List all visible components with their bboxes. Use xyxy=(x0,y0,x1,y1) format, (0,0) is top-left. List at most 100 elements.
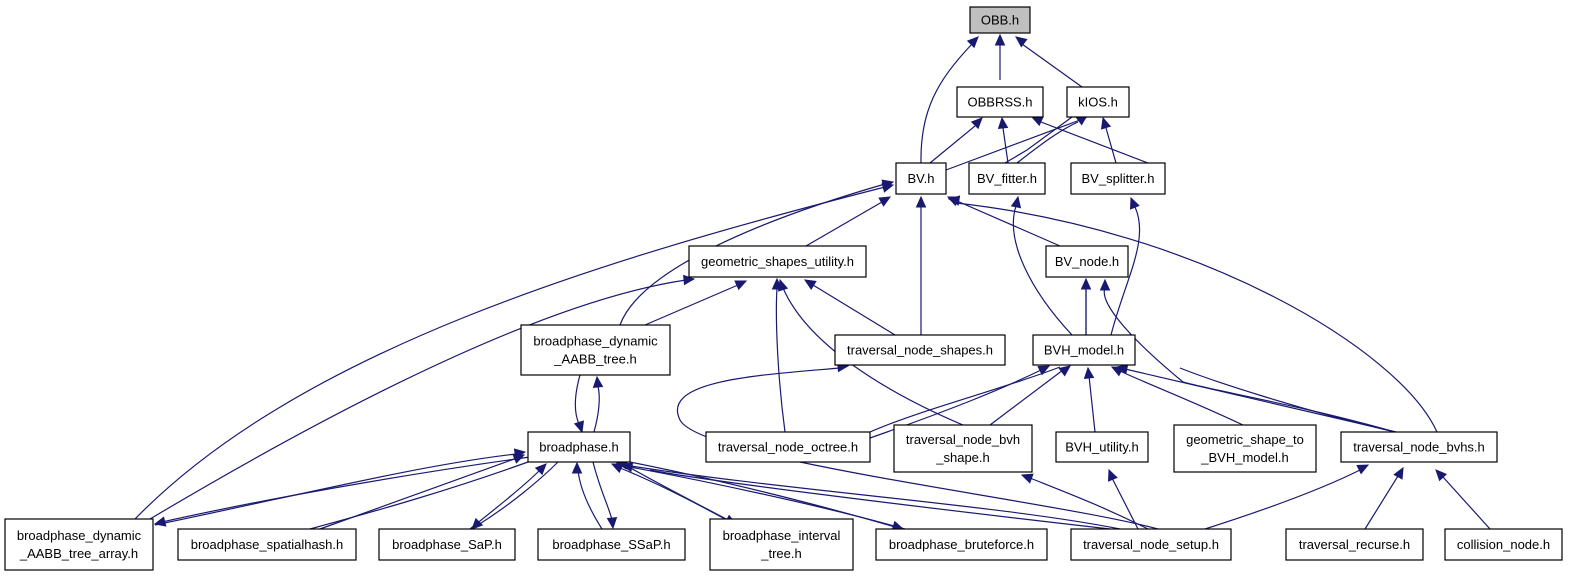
node-bv-node[interactable]: BV_node.h xyxy=(1045,245,1129,278)
dependency-edge xyxy=(649,469,1111,530)
edge-line xyxy=(149,279,687,520)
dependency-edge xyxy=(1204,464,1370,530)
dependency-edge xyxy=(947,195,1438,433)
node-geom-to-bvh[interactable]: geometric_shape_to_BVH_model.h xyxy=(1173,424,1317,473)
arrowhead xyxy=(994,33,1006,46)
edge-line xyxy=(1442,476,1491,530)
node-bv-fitter[interactable]: BV_fitter.h xyxy=(968,162,1046,195)
arrowhead xyxy=(970,117,983,130)
dependency-edge xyxy=(1100,116,1117,164)
dependency-edge xyxy=(153,456,531,527)
dependency-edge xyxy=(469,463,547,530)
node-bp-sap[interactable]: broadphase_SaP.h xyxy=(378,528,516,561)
node-bv[interactable]: BV.h xyxy=(895,162,947,195)
node-bv-splitter[interactable]: BV_splitter.h xyxy=(1070,162,1166,195)
node-box xyxy=(968,162,1046,195)
edge-line xyxy=(805,201,883,247)
arrowhead xyxy=(606,517,618,530)
node-label: traversal_node_octree.h xyxy=(718,440,858,455)
node-label: BV_splitter.h xyxy=(1082,171,1155,186)
node-obb[interactable]: OBB.h xyxy=(969,6,1031,34)
node-label: broadphase_spatialhash.h xyxy=(191,537,344,552)
node-bp-spatialhash[interactable]: broadphase_spatialhash.h xyxy=(177,528,357,561)
node-label: traversal_recurse.h xyxy=(1299,537,1410,552)
dependency-edge xyxy=(592,375,604,433)
node-label: broadphase_dynamic xyxy=(533,334,658,349)
dependency-edge xyxy=(771,277,786,433)
edge-line xyxy=(1029,477,1149,530)
node-label: BV.h xyxy=(908,171,935,186)
node-bvh-utility[interactable]: BVH_utility.h xyxy=(1055,431,1149,463)
edge-line xyxy=(775,287,786,433)
arrowhead xyxy=(803,279,817,290)
dependency-edge xyxy=(1083,366,1096,433)
node-tn-bvhs[interactable]: traversal_node_bvhs.h xyxy=(1340,431,1498,463)
arrowhead xyxy=(997,116,1009,129)
node-coll-node[interactable]: collision_node.h xyxy=(1444,528,1563,561)
arrowhead xyxy=(1100,116,1112,130)
node-bp-dyn-aabb[interactable]: broadphase_dynamic_AABB_tree.h xyxy=(520,324,671,376)
node-tn-shapes[interactable]: traversal_node_shapes.h xyxy=(834,334,1006,366)
edge-line xyxy=(619,461,729,521)
arrowhead xyxy=(153,516,167,527)
dependency-edge xyxy=(869,366,1061,433)
edge-line xyxy=(577,469,603,530)
edge-line xyxy=(624,464,1121,530)
dependency-edge xyxy=(803,279,896,336)
dependency-edge xyxy=(920,36,979,164)
edge-line xyxy=(955,202,1438,433)
arrowhead xyxy=(915,195,927,208)
node-bp-brute[interactable]: broadphase_bruteforce.h xyxy=(875,528,1048,561)
node-label: BV_node.h xyxy=(1055,254,1119,269)
edge-line xyxy=(593,385,600,433)
edge-line xyxy=(134,186,886,520)
node-label: BVH_utility.h xyxy=(1065,440,1138,455)
node-label: OBBRSS.h xyxy=(967,95,1032,110)
node-box xyxy=(688,245,867,278)
node-box xyxy=(705,431,871,463)
edge-line xyxy=(1179,367,1396,433)
arrowhead xyxy=(512,453,526,464)
dependency-edge xyxy=(1030,116,1149,164)
node-bp-dyn-array[interactable]: broadphase_dynamic_AABB_tree_array.h xyxy=(4,518,154,571)
arrowhead xyxy=(571,461,583,474)
arrowhead xyxy=(1130,196,1140,210)
dependency-edge xyxy=(610,463,726,520)
arrowhead xyxy=(1080,277,1092,290)
dependency-edge xyxy=(929,117,983,164)
dependency-edge xyxy=(1099,278,1396,433)
node-broadphase[interactable]: broadphase.h xyxy=(527,431,631,463)
node-bp-interval[interactable]: broadphase_interval_tree.h xyxy=(709,518,854,571)
edge-line xyxy=(1124,368,1397,433)
node-bvh-model[interactable]: BVH_model.h xyxy=(1032,334,1136,366)
node-box xyxy=(1444,528,1563,561)
arrowhead xyxy=(1099,278,1111,291)
node-label: broadphase_SSaP.h xyxy=(552,537,670,552)
node-obbrss[interactable]: OBBRSS.h xyxy=(956,86,1044,118)
node-label: broadphase.h xyxy=(539,440,619,455)
dependency-edge xyxy=(989,365,1071,426)
node-bp-ssap[interactable]: broadphase_SSaP.h xyxy=(537,528,686,561)
node-label: traversal_node_bvh xyxy=(906,432,1020,447)
edge-line xyxy=(929,125,976,164)
node-tn-setup[interactable]: traversal_node_setup.h xyxy=(1070,528,1232,561)
node-tn-octree[interactable]: traversal_node_octree.h xyxy=(705,431,871,463)
dependency-edge xyxy=(1364,466,1404,530)
arrowhead xyxy=(592,375,604,388)
node-box xyxy=(1070,162,1166,195)
node-geom-util[interactable]: geometric_shapes_utility.h xyxy=(688,245,867,278)
node-tr-recurse[interactable]: traversal_recurse.h xyxy=(1285,528,1424,561)
node-label: broadphase_interval xyxy=(723,528,841,543)
edge-line xyxy=(592,461,613,521)
dependency-edge xyxy=(573,374,585,434)
node-label: kIOS.h xyxy=(1078,95,1118,110)
arrowhead xyxy=(1393,466,1404,480)
dependency-edge xyxy=(149,274,696,520)
node-label: geometric_shapes_utility.h xyxy=(701,254,854,269)
node-kios[interactable]: kIOS.h xyxy=(1066,86,1130,118)
node-box xyxy=(1070,528,1232,561)
arrowhead xyxy=(1083,366,1095,379)
dependency-edge xyxy=(1108,468,1139,530)
node-tn-bvh-shape[interactable]: traversal_node_bvh_shape.h xyxy=(893,424,1033,473)
